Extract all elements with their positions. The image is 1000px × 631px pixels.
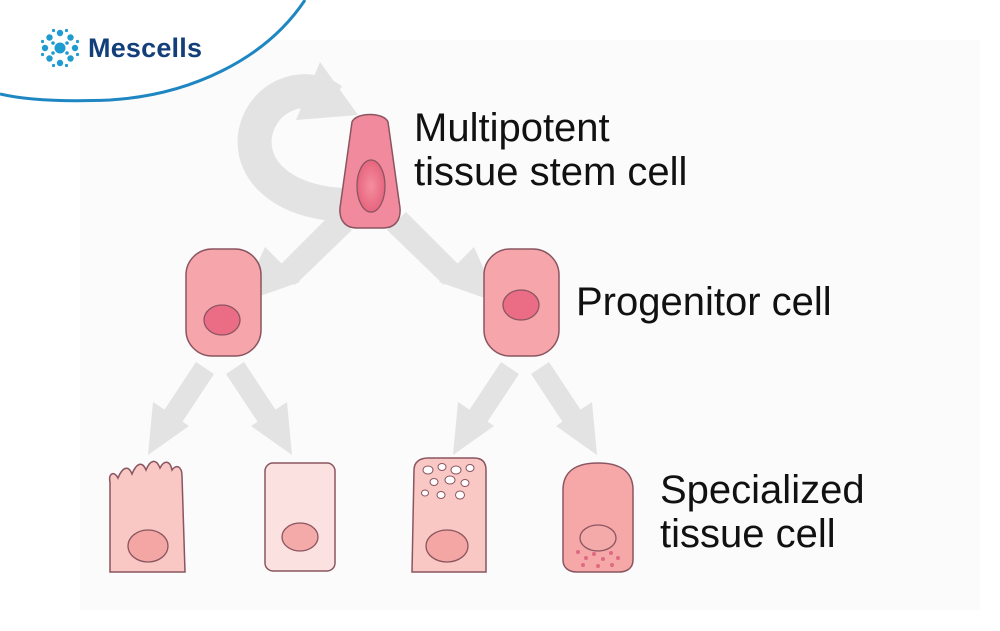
label-specialized-line-1: Specialized bbox=[660, 468, 865, 512]
progenitor-cell-left bbox=[185, 248, 262, 357]
arrow-progenitor-left-to-cell-2 bbox=[226, 362, 292, 455]
label-progenitor-cell: Progenitor cell bbox=[576, 280, 832, 324]
specialized-cell-1-nucleus bbox=[127, 529, 169, 563]
arrow-progenitor-left-to-cell-1 bbox=[148, 362, 214, 455]
label-multipotent-stem-cell: Multipotent tissue stem cell bbox=[414, 106, 687, 194]
label-specialized-line-2: tissue cell bbox=[660, 512, 836, 556]
specialized-cell-2 bbox=[264, 462, 336, 572]
specialized-cell-3-nucleus bbox=[425, 529, 469, 563]
stem-cell-nucleus bbox=[356, 159, 386, 213]
progenitor-left-nucleus bbox=[203, 304, 241, 336]
specialized-cell-1 bbox=[108, 460, 186, 573]
brand-logo[interactable]: Mescells bbox=[40, 28, 202, 68]
label-stem-line-1: Multipotent bbox=[414, 106, 610, 150]
header-swoosh-line bbox=[0, 0, 307, 103]
progenitor-right-nucleus bbox=[502, 289, 540, 321]
mescells-logo-icon bbox=[40, 28, 80, 68]
self-renewal-arrow bbox=[237, 62, 358, 222]
progenitor-cell-right bbox=[483, 248, 560, 357]
arrow-progenitor-right-to-cell-4 bbox=[531, 362, 597, 455]
brand-name: Mescells bbox=[88, 32, 203, 63]
specialized-cell-4-nucleus bbox=[579, 524, 617, 552]
arrow-progenitor-right-to-cell-3 bbox=[453, 362, 519, 455]
label-specialized-tissue-cell: Specialized tissue cell bbox=[660, 468, 865, 556]
specialized-cell-4 bbox=[562, 462, 634, 573]
header-swoosh bbox=[0, 0, 305, 101]
label-stem-line-2: tissue stem cell bbox=[414, 150, 688, 194]
specialized-cell-3 bbox=[411, 457, 487, 573]
specialized-cell-2-nucleus bbox=[281, 522, 319, 552]
stem-cell bbox=[339, 113, 401, 229]
